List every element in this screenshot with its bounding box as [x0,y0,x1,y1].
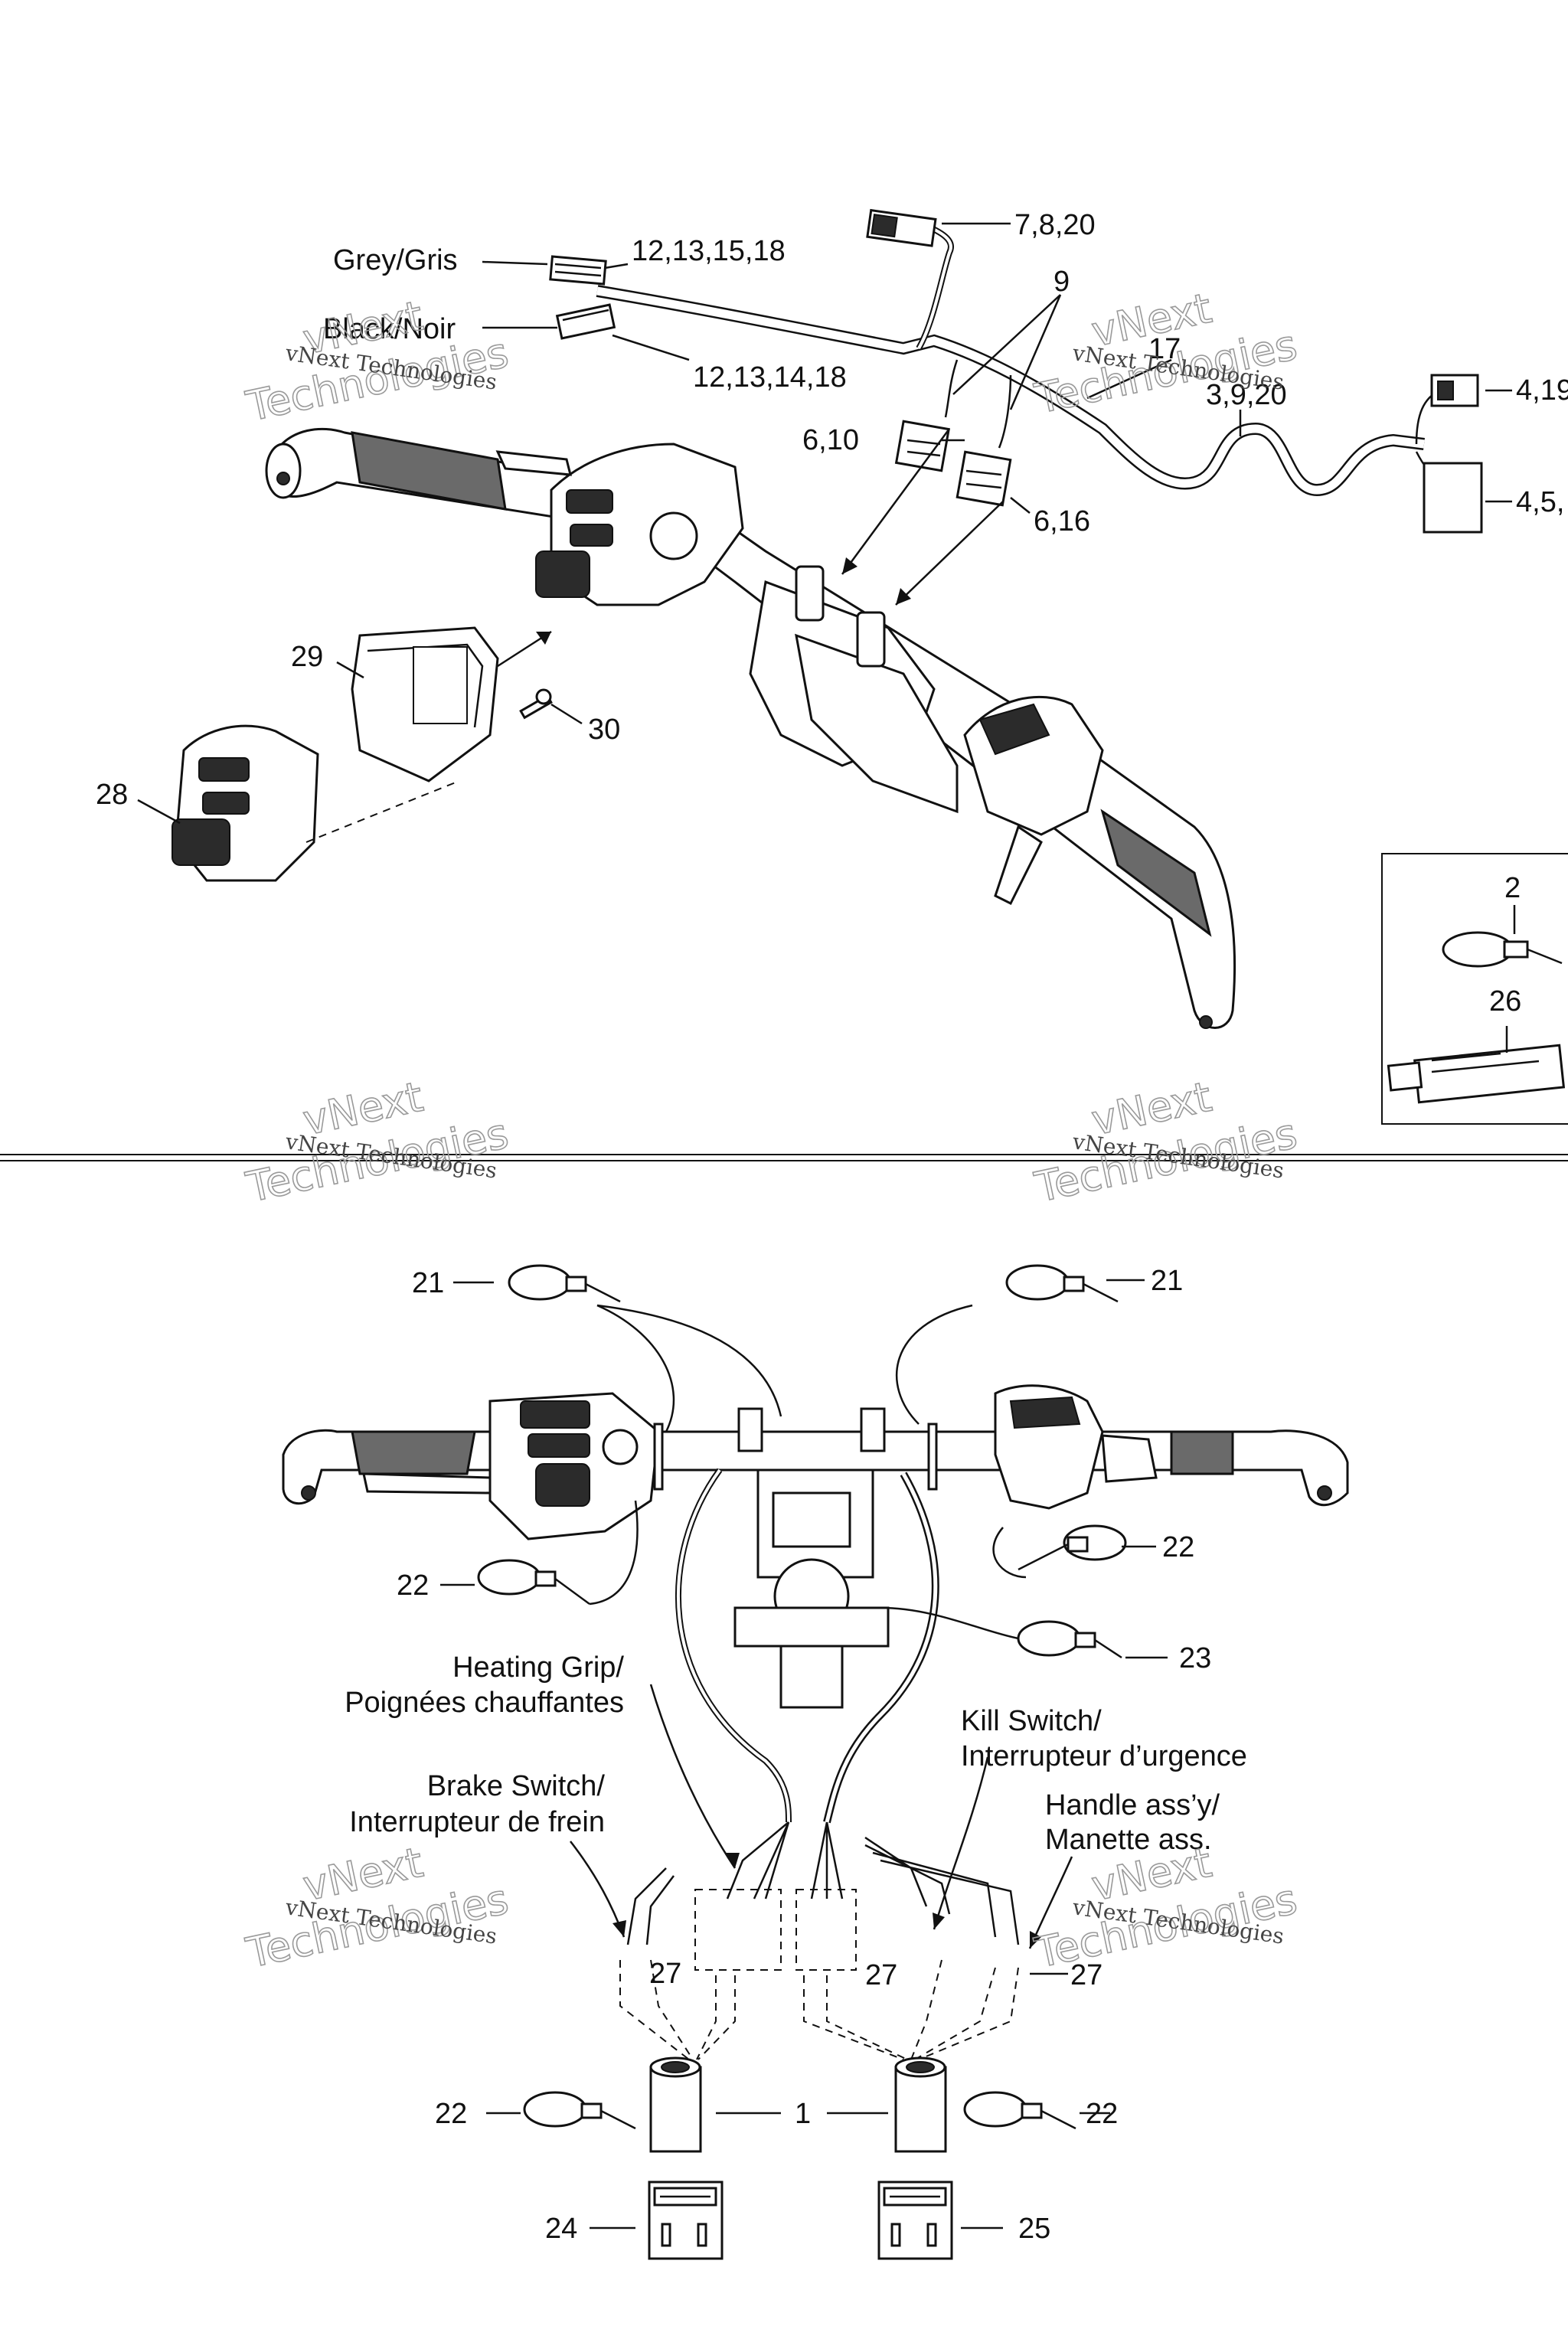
grease-tube-icon [1387,1044,1566,1104]
brake-switch-label-2: Interrupteur de frein [349,1806,605,1838]
callout-22-bottom-right: 22 [1086,2098,1118,2130]
connector-dash-lines [619,1889,1019,2060]
callout-4-19: 4,19 [1516,374,1568,407]
connector-black [555,303,616,340]
connector-6-16 [956,450,1012,507]
connector-7-8-20 [866,208,937,247]
callout-21-right: 21 [1151,1265,1183,1297]
callout-27-c: 27 [1070,1959,1102,1991]
cable-tie-22-bottom-left [523,2091,636,2130]
cable-tie-21-right [1005,1264,1119,1303]
wiring-harness [596,219,1440,497]
grey-wire-label: Grey/Gris [333,244,458,276]
callout-3-9-20: 3,9,20 [1206,379,1287,411]
cable-tie-22-bottom-right [963,2091,1076,2130]
callout-12-13-15-18: 12,13,15,18 [632,235,786,267]
bottom-assembly: Heating Grip/ Poignées chauffantes Brake… [282,1264,1349,2260]
sleeve-part-1-right [894,2056,947,2153]
watermark: vNext Technologies [241,1838,513,1978]
callout-12-13-14-18: 12,13,14,18 [693,361,847,394]
screw-30 [519,688,553,720]
watermark: vNext Technologies [241,1072,513,1212]
cable-tie-21-left [508,1264,621,1303]
callout-9: 9 [1054,266,1070,298]
top-assembly: Grey/Gris Black/Noir 7,8,20 12,13,15,18 … [96,208,1568,1029]
heating-grip-label-1: Heating Grip/ [452,1651,624,1684]
center-riser [733,1407,890,1709]
cable-tie-23 [1017,1620,1122,1659]
throttle-housing [495,443,744,606]
callout-4-5: 4,5, [1516,486,1564,518]
callout-7-8-20: 7,8,20 [1014,209,1096,241]
kill-switch-label-1: Kill Switch/ [961,1705,1102,1737]
callout-28: 28 [96,779,128,811]
inset-box: 2 26 [1381,853,1568,1125]
callout-29: 29 [291,641,323,673]
connector-4-19 [1430,374,1479,407]
right-switch-housing [994,1384,1158,1510]
callout-2: 2 [1504,872,1521,904]
callout-6-10: 6,10 [802,424,859,456]
callout-17: 17 [1148,333,1181,365]
watermark: vNext Technologies [1030,1072,1302,1212]
lower-wiring [626,1468,1020,1945]
callout-24: 24 [545,2213,577,2245]
left-switch-housing [362,1392,660,1540]
callout-23: 23 [1179,1642,1211,1674]
handle-assy-label-2: Manette ass. [1045,1824,1212,1856]
callout-26: 26 [1489,985,1521,1018]
cable-tie-22-mid-left [477,1559,590,1606]
connector-25 [877,2180,953,2260]
handlebar-clamp [749,565,959,814]
callout-30: 30 [588,714,620,746]
kill-switch-label-2: Interrupteur d’urgence [961,1740,1247,1772]
callout-1: 1 [795,2098,811,2130]
handle-assy-label-1: Handle ass’y/ [1045,1789,1220,1821]
callout-21-left: 21 [412,1267,444,1299]
callout-22-bottom-left: 22 [435,2098,467,2130]
connector-4-5 [1423,462,1483,534]
connector-grey [549,255,607,286]
callout-27-a: 27 [649,1958,681,1990]
switch-housing-28 [172,724,319,882]
callout-27-b: 27 [865,1959,897,1991]
brake-switch-label-1: Brake Switch/ [427,1770,606,1802]
callout-25: 25 [1018,2213,1050,2245]
watermarks: vNext Technologies vNext Technologies vN… [241,283,1302,1978]
callout-22-mid-right: 22 [1162,1531,1194,1563]
callout-6-16: 6,16 [1034,505,1090,537]
switch-cover-29 [351,626,499,782]
section-divider [0,1154,1568,1161]
connector-24 [648,2180,724,2260]
connector-6-10 [894,420,950,472]
cable-tie-22-mid-right [1018,1524,1127,1571]
callout-22-mid-left: 22 [397,1570,429,1602]
brake-housing [963,695,1104,906]
heating-grip-label-2: Poignées chauffantes [345,1687,624,1719]
sleeve-part-1-left [649,2056,702,2153]
black-wire-label: Black/Noir [323,313,456,345]
cable-tie-icon [1442,931,1563,968]
